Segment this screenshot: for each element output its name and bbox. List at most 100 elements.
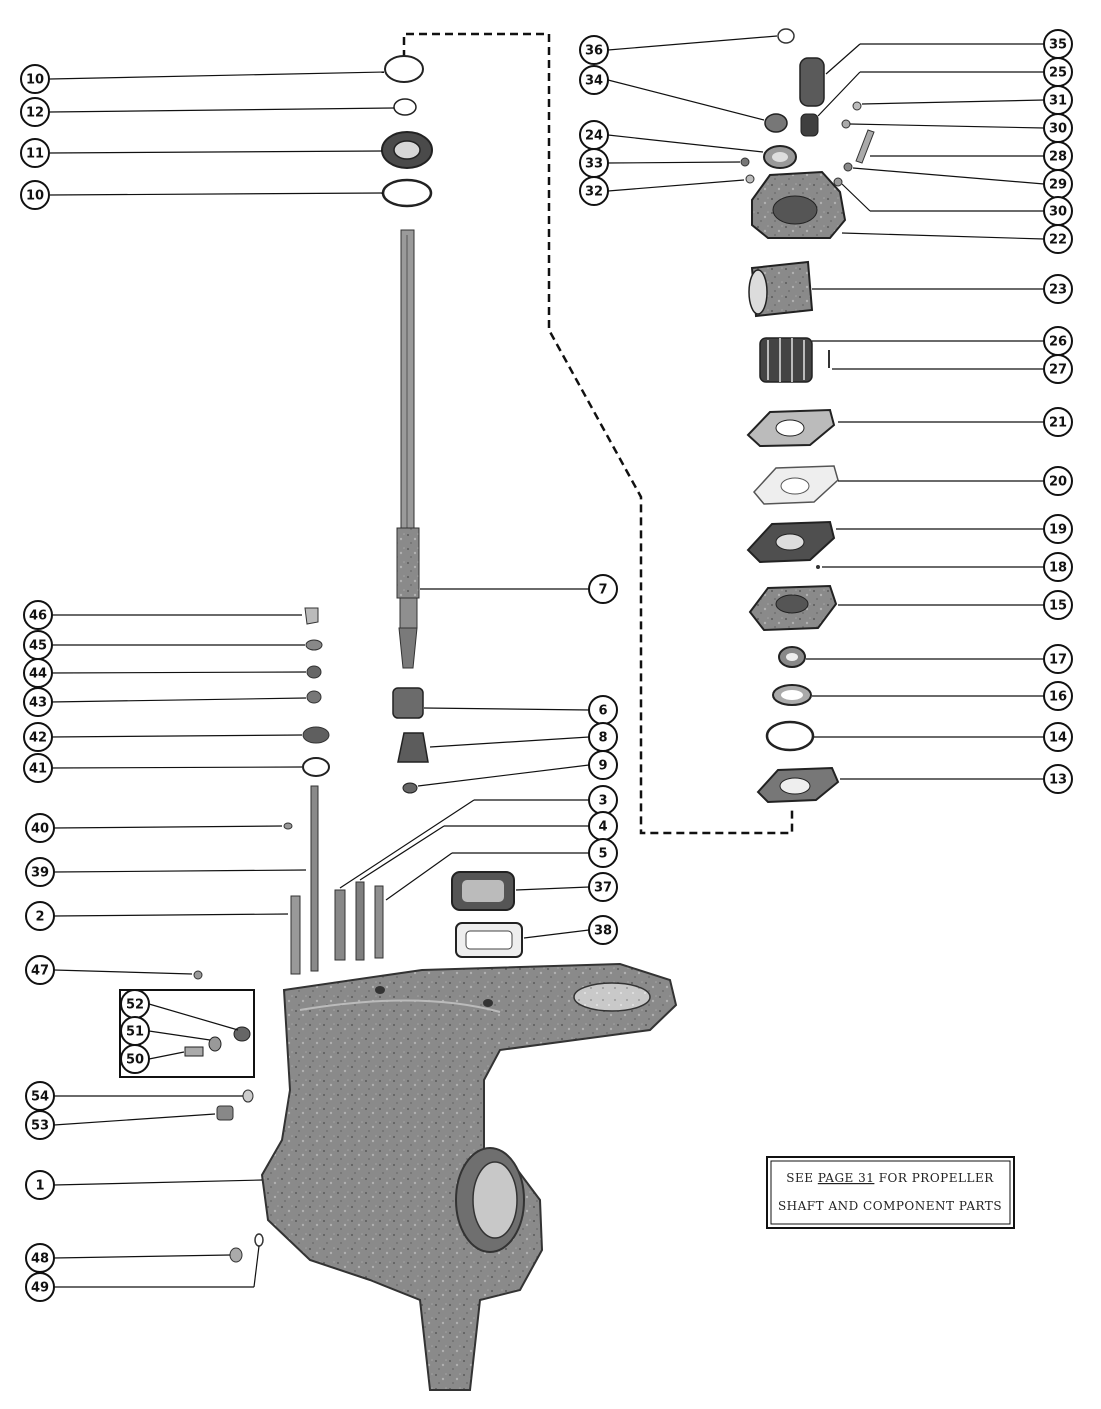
callout-37: 37 [594, 881, 612, 896]
callout-6: 6 [598, 704, 607, 719]
callout-52: 52 [126, 998, 144, 1013]
driveshaft-part-7 [396, 229, 420, 669]
part-2-shape [290, 895, 301, 975]
part-51-shape [208, 1036, 222, 1052]
left-top-parts [381, 55, 433, 208]
water-pump-parts [740, 28, 875, 804]
callout-46: 46 [29, 609, 47, 624]
part-47-shape [193, 970, 203, 980]
gearcase-housing-part-1 [260, 962, 678, 1391]
callout-43: 43 [29, 696, 47, 711]
callout-31: 31 [1049, 94, 1067, 109]
callout-33: 33 [585, 157, 603, 172]
part-18-pin-shape [816, 565, 820, 569]
water-tube-seal-parts [451, 871, 523, 958]
part-9-nut-shape [402, 782, 418, 794]
callout-24: 24 [585, 129, 603, 144]
part-29-shape [843, 162, 853, 172]
callout-29: 29 [1049, 178, 1067, 193]
callout-16: 16 [1049, 690, 1067, 705]
callout-bubbles [20, 29, 1073, 1302]
callout-41: 41 [29, 762, 47, 777]
callout-23: 23 [1049, 283, 1067, 298]
callout-numbers: 10 12 11 10 46 45 44 43 42 41 40 39 2 47… [26, 38, 1067, 1296]
part-54-shape [242, 1089, 254, 1103]
part-26-impeller-shape [759, 337, 813, 383]
part-6-bearing-shape [392, 687, 424, 719]
callout-2: 2 [35, 910, 44, 925]
callout-11: 11 [26, 147, 44, 162]
callout-53: 53 [31, 1119, 49, 1134]
callout-22: 22 [1049, 233, 1067, 248]
callout-40: 40 [31, 822, 49, 837]
callout-51: 51 [126, 1025, 144, 1040]
callout-26: 26 [1049, 335, 1067, 350]
part-32-shape [745, 174, 755, 184]
part-52-shape [233, 1026, 251, 1042]
callout-1: 1 [35, 1179, 44, 1194]
lower-gear-parts [392, 687, 429, 794]
part-5-stud-shape [374, 885, 384, 959]
callout-50: 50 [126, 1053, 144, 1068]
part-41-shape [302, 757, 330, 777]
part-35-tube-shape [799, 57, 825, 107]
callout-12: 12 [26, 106, 44, 121]
part-30-top-shape [841, 119, 851, 129]
part-45-shape [305, 639, 323, 651]
callout-54: 54 [31, 1090, 49, 1105]
part-39-shift-rod-shape [310, 785, 319, 972]
note-line-1: SEE PAGE 31 FOR PROPELLER [786, 1171, 994, 1185]
callout-19: 19 [1049, 523, 1067, 538]
parts-inset-box [119, 989, 255, 1078]
callout-17: 17 [1049, 653, 1067, 668]
callout-3: 3 [598, 794, 607, 809]
callout-28: 28 [1049, 150, 1067, 165]
part-36-shape [777, 28, 795, 44]
callout-42: 42 [29, 731, 47, 746]
callout-15: 15 [1049, 599, 1067, 614]
callout-25: 25 [1049, 66, 1067, 81]
callout-13: 13 [1049, 773, 1067, 788]
part-10-top-shape [384, 55, 424, 83]
callout-14: 14 [1049, 731, 1067, 746]
assembly-dashed-line [402, 32, 794, 835]
callout-4: 4 [598, 820, 607, 835]
part-53-shape [216, 1105, 234, 1121]
part-42-shape [302, 726, 330, 744]
part-3-stud-shape [334, 889, 346, 961]
callout-10-bottom: 10 [26, 189, 44, 204]
note-line-2: SHAFT AND COMPONENT PARTS [778, 1199, 1002, 1213]
part-34-shape [764, 113, 788, 133]
callout-18: 18 [1049, 561, 1067, 576]
callout-10-top: 10 [26, 73, 44, 88]
callout-32: 32 [585, 185, 603, 200]
callout-27: 27 [1049, 363, 1067, 378]
callout-9: 9 [598, 759, 607, 774]
page-31-reference: PAGE 31 [818, 1171, 875, 1185]
inset-parts [184, 1026, 251, 1057]
part-40-shape [283, 822, 293, 830]
shift-parts-column [193, 607, 384, 980]
callout-36: 36 [585, 44, 603, 59]
callout-5: 5 [598, 847, 607, 862]
callout-7: 7 [598, 583, 607, 598]
part-48-shape [229, 1247, 243, 1263]
part-25-shape [800, 113, 819, 137]
callout-8: 8 [598, 731, 607, 746]
part-12-shape [393, 98, 417, 116]
part-10-bottom-shape [381, 178, 433, 208]
callout-49: 49 [31, 1281, 49, 1296]
callout-47: 47 [31, 964, 49, 979]
callout-30-top: 30 [1049, 122, 1067, 137]
part-46-shape [304, 607, 319, 625]
callout-34: 34 [585, 74, 603, 89]
callout-48: 48 [31, 1252, 49, 1267]
propeller-shaft-note: SEE PAGE 31 FOR PROPELLER SHAFT AND COMP… [766, 1156, 1015, 1229]
part-4-stud-shape [355, 881, 365, 961]
part-11-bearing-shape [381, 131, 433, 169]
callout-35: 35 [1049, 38, 1067, 53]
callout-38: 38 [594, 924, 612, 939]
callout-20: 20 [1049, 475, 1067, 490]
part-44-shape [306, 665, 322, 679]
